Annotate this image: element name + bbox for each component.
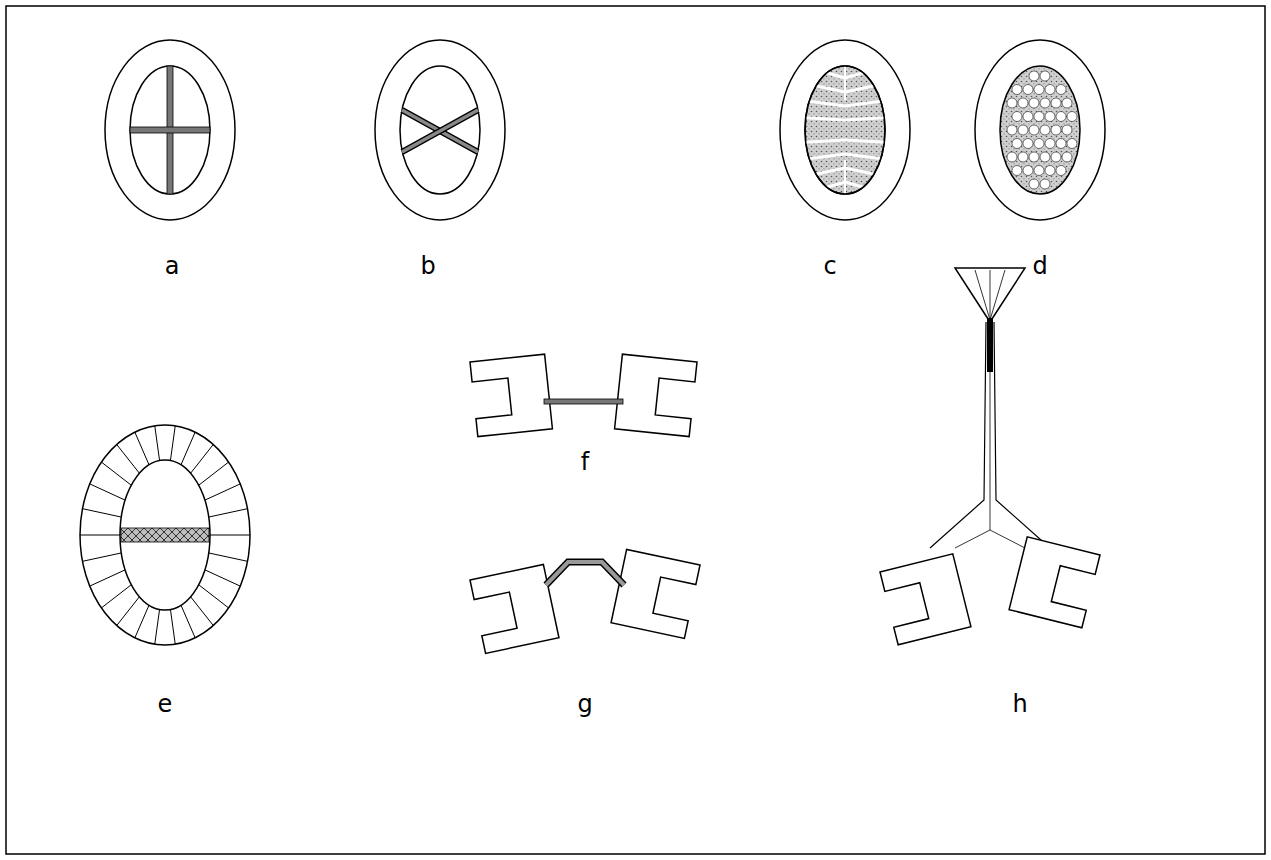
figure-letter: b [420, 254, 435, 278]
figure-letter: h [1012, 692, 1027, 716]
figure-d [975, 40, 1105, 220]
figure-letter: g [577, 692, 592, 716]
figure-letter: f [581, 450, 589, 474]
figure-letter: d [1032, 254, 1047, 278]
figure-letter: a [165, 254, 180, 278]
figure-c [780, 40, 910, 220]
frame [6, 6, 1265, 854]
figure-h [880, 268, 1100, 645]
figure-e [80, 425, 250, 645]
figure-g [470, 549, 700, 653]
figure-a [105, 40, 235, 220]
figure-letter: e [158, 692, 173, 716]
figure-f [470, 354, 697, 436]
figure-b [375, 40, 505, 220]
figure-letter: c [823, 254, 836, 278]
